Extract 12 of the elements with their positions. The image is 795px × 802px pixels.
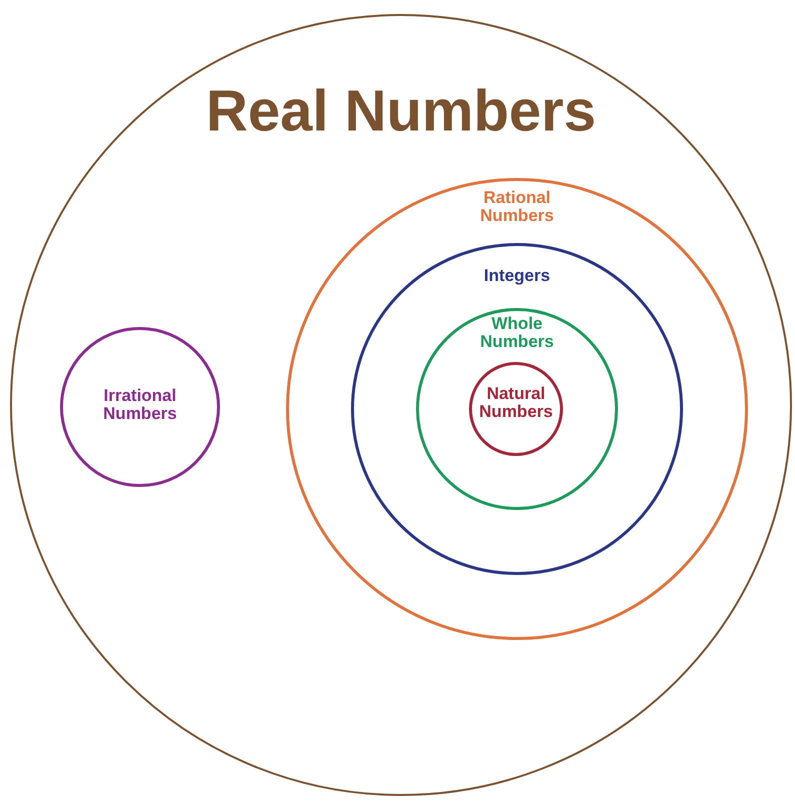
set-circle: [10, 14, 792, 796]
set-circle: [351, 243, 683, 575]
set-label: Whole Numbers: [479, 315, 555, 351]
set-circle: [286, 178, 748, 640]
set-label: Integers: [484, 267, 550, 285]
set-title: Real Numbers: [206, 82, 596, 142]
set-circle: [469, 362, 563, 456]
set-label: Irrational Numbers: [102, 387, 178, 423]
set-circle: [416, 308, 618, 510]
set-circle: [60, 327, 220, 487]
set-label: Natural Numbers: [478, 385, 554, 421]
set-label: Rational Numbers: [479, 189, 555, 225]
